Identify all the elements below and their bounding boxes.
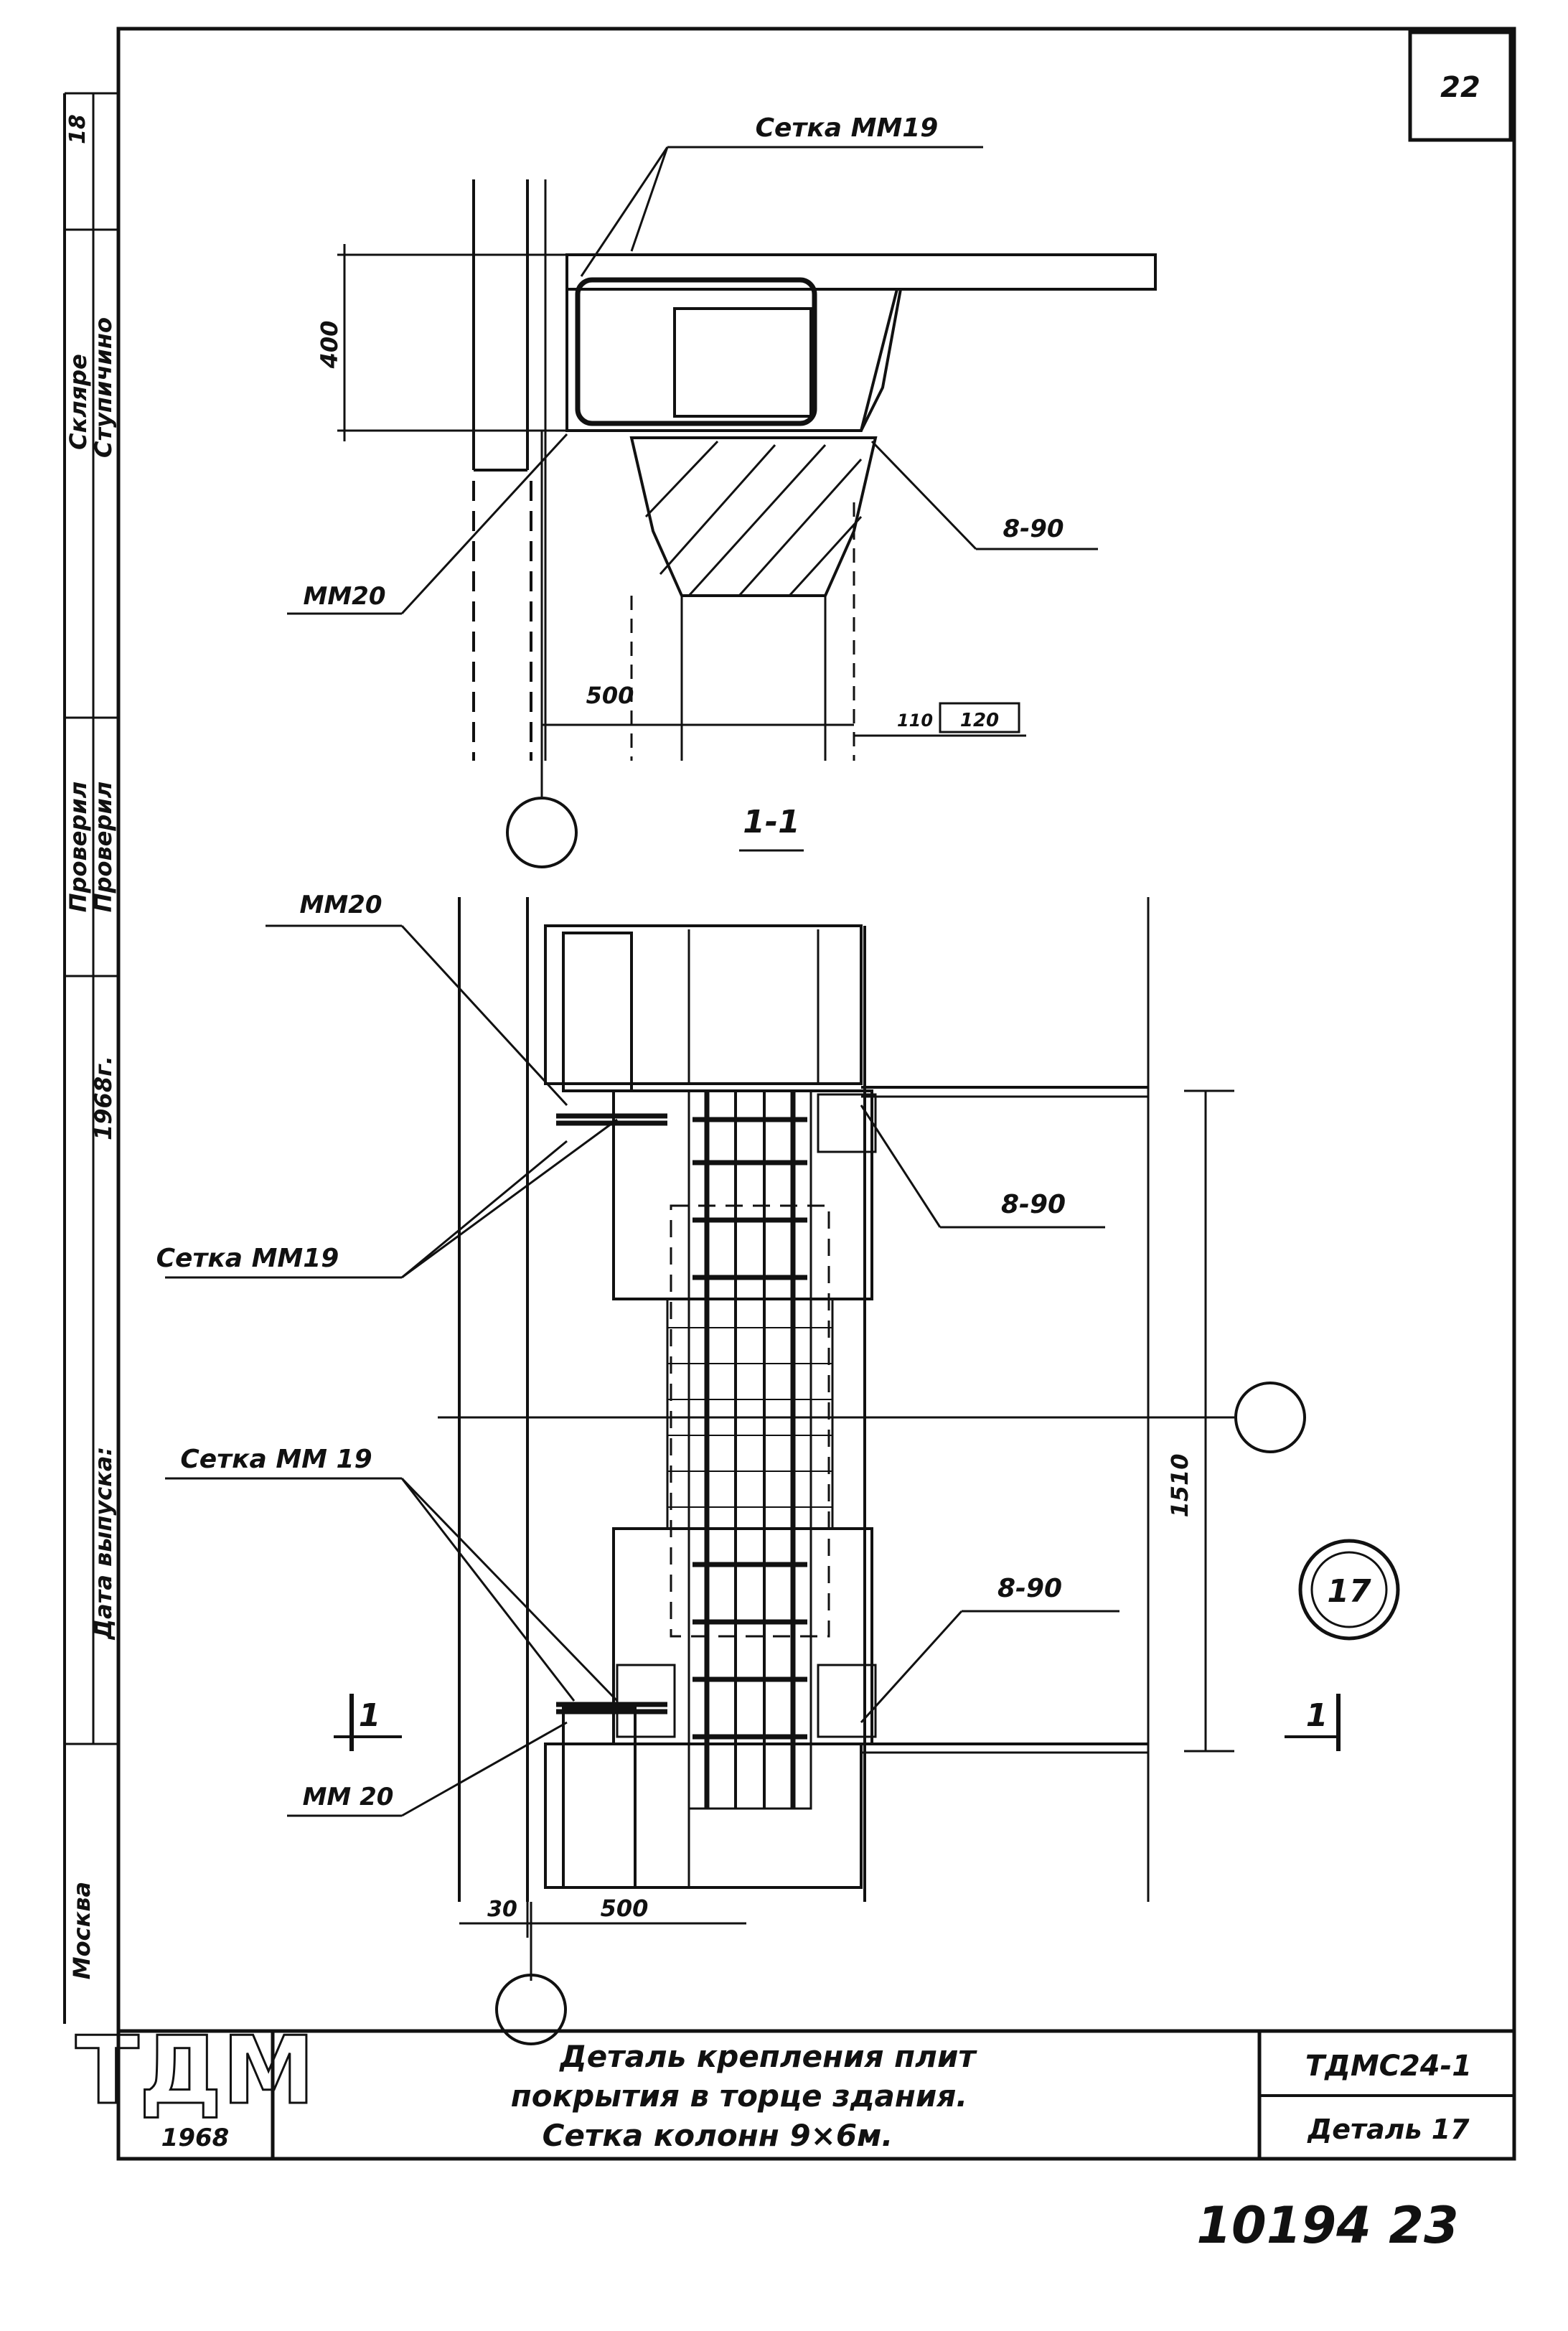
axis-bubble-top [506,797,578,868]
title-line-1: Деталь крепления плит [558,2039,977,2074]
section-mark-right: 1 [1306,1697,1328,1734]
label-mm20-top: ММ20 [300,891,382,919]
page-number: 22 [1440,71,1480,104]
title-line-3: Сетка колонн 9×6м. [543,2118,893,2153]
drawing-code: ТДМС24-1 [1305,2050,1472,2083]
stamp-row4: Дата выпуска: [90,1447,117,1641]
label-weld: 8-90 [1003,515,1064,543]
section-title: 1-1 [743,804,800,840]
label-dim-width: 500 [586,682,634,709]
label-mesh-top: Сетка ММ19 [756,113,939,143]
detail-circle-outer [1298,1539,1400,1641]
detail-number: Деталь 17 [1307,2114,1470,2145]
sheet-frame [116,27,1516,2161]
section-mark-left: 1 [359,1697,381,1734]
label-weld-low: 8-90 [997,1574,1062,1603]
stamp-row2-a: Проверил [65,782,92,912]
title-line-2: покрытия в торце здания. [511,2078,968,2114]
handwritten-sheet-id: 10194 23 [1196,2196,1458,2255]
label-mesh-low: Сетка ММ 19 [180,1445,372,1474]
title-block-lines [118,2029,1514,2159]
section-1-1 [287,146,1157,868]
label-mm20-bottom: ММ 20 [303,1783,394,1811]
stamp-row1-a: Склярe [65,354,92,450]
axis-bubble-right [1234,1382,1306,1453]
logo: ТДМ [75,2016,315,2125]
label-dim-bottom: 500 [601,1895,649,1922]
stamp-row2-b: Проверил [90,782,117,912]
detail-mark: 17 [1327,1573,1371,1610]
axis-bubble-bottom [495,1974,567,2045]
stamp-top-mark: 18 [65,114,90,144]
label-dim-gap1: 110 [897,710,933,731]
logo-year: 1968 [161,2124,230,2152]
label-mesh-mid: Сетка ММ19 [156,1244,339,1273]
stamp-city: Москва [68,1882,95,1979]
label-dim-bottom-small: 30 [487,1897,517,1922]
label-dim-height: 400 [316,321,343,370]
label-dim-gap2: 120 [960,710,999,731]
plan-view [165,897,1400,2045]
detail-circle-inner [1310,1551,1388,1628]
page-number-box [1408,30,1513,142]
stamp-row1-b: Ступичино [90,317,117,458]
label-dim-vertical: 1510 [1166,1453,1193,1517]
stamp-row3: 1968г. [90,1056,117,1140]
label-weld-top: 8-90 [1001,1190,1066,1219]
label-mm20: ММ20 [304,582,386,611]
